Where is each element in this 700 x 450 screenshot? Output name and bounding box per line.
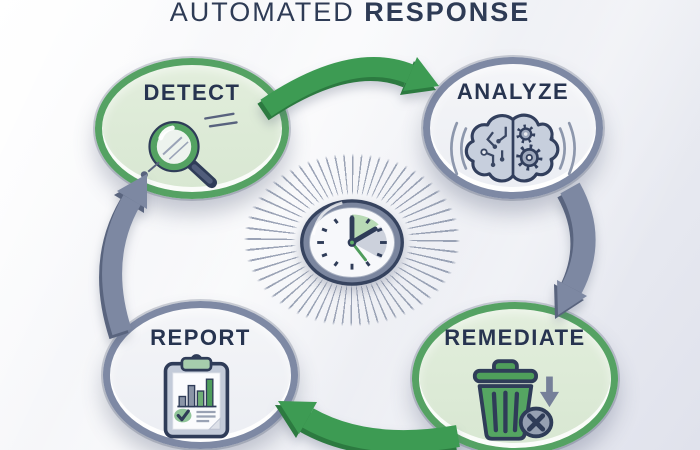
title-word-response: RESPONSE — [364, 0, 531, 27]
clock-icon — [300, 199, 404, 286]
arrow-analyze-to-remediate — [557, 182, 596, 315]
clock-ticks — [317, 215, 387, 270]
node-detect-label: DETECT — [143, 80, 241, 105]
down-arrow-icon — [539, 376, 560, 408]
bar-chart — [177, 378, 214, 408]
trash-delete-icon — [472, 359, 560, 441]
arrow-report-to-detect — [102, 174, 147, 336]
folded-corner — [207, 417, 221, 430]
magnifier-search-icon — [140, 112, 238, 189]
error-x-badge — [518, 406, 554, 439]
title-word-automated: AUTOMATED — [169, 0, 355, 27]
trash-ribs — [491, 390, 520, 434]
page-title: AUTOMATED RESPONSE — [0, 0, 700, 26]
time-wedge-gray — [352, 226, 387, 259]
node-analyze: ANALYZE — [423, 57, 603, 199]
text-lines — [195, 410, 216, 423]
node-analyze-label: ANALYZE — [456, 79, 570, 104]
clipboard-chart-icon — [163, 354, 229, 439]
node-remediate-label: REMEDIATE — [444, 325, 586, 350]
circuit-nodes — [490, 138, 505, 168]
arrow-detect-to-analyze — [260, 56, 439, 117]
hour-hand — [349, 226, 378, 245]
node-report-label: REPORT — [150, 325, 251, 350]
gear-icon — [516, 124, 543, 171]
time-wedge-green — [352, 214, 379, 243]
